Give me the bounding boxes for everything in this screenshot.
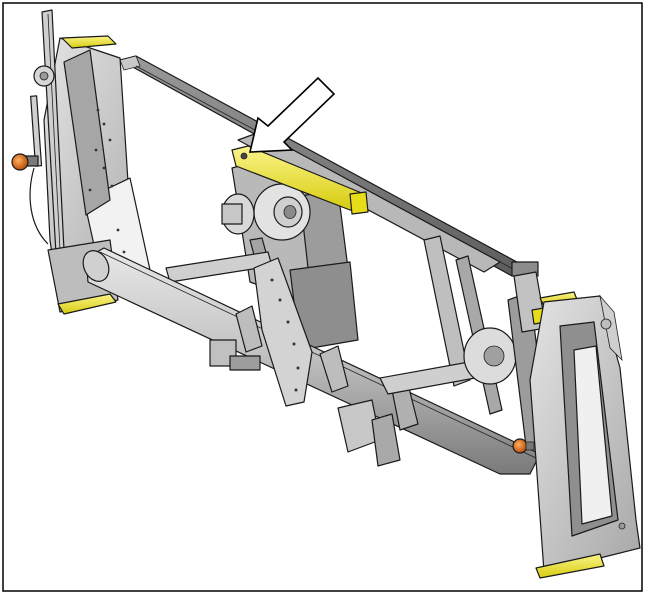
left-foot-skid [57,293,117,315]
pointer-arrow-icon [248,76,336,153]
left-orange-lamp [11,153,39,171]
top-left-yellow-bracket [61,35,117,49]
center-yellow-support-arm [231,145,369,215]
center-mount-bracket [209,257,401,467]
right-orange-lamp [512,438,535,454]
right-side-panel [529,294,641,573]
main-cross-tube [82,247,541,475]
right-foot-skid [535,553,605,579]
